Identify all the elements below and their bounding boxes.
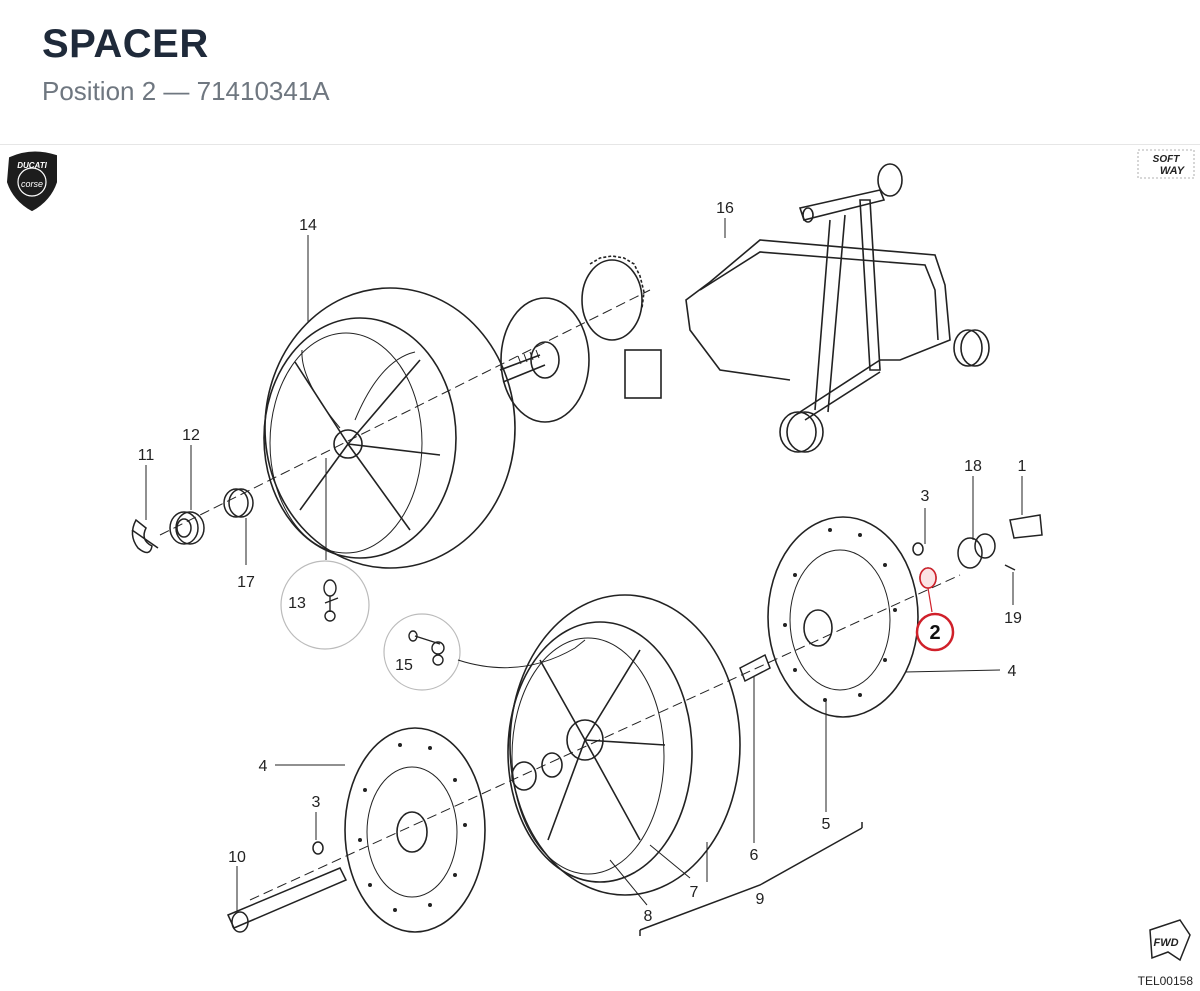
callout-6: 6 <box>750 847 759 864</box>
rear-axis-line <box>159 289 651 536</box>
callout-16: 16 <box>716 200 734 217</box>
spacer-highlight[interactable]: 2 <box>915 567 955 652</box>
callout-4-left: 4 <box>259 758 268 775</box>
detail-circle-15 <box>383 613 586 691</box>
callout-3-left: 3 <box>312 794 321 811</box>
callout-8: 8 <box>644 908 653 925</box>
rear-wheel <box>263 255 662 569</box>
callout-1: 1 <box>1018 458 1027 475</box>
callout-12: 12 <box>182 427 200 444</box>
header-divider <box>0 144 1200 145</box>
brake-disc-left <box>344 727 486 933</box>
callout-10: 10 <box>228 849 246 866</box>
callout-2-label: 2 <box>929 622 940 644</box>
svg-text:DUCATI: DUCATI <box>17 161 47 170</box>
brake-disc-right <box>767 516 919 718</box>
softway-text-soft: SOFT <box>1153 154 1181 165</box>
softway-text-way: WAY <box>1160 165 1186 177</box>
callout-7: 7 <box>690 884 699 901</box>
leader-lines <box>145 218 1023 936</box>
callout-2-marker <box>915 612 955 652</box>
front-axis-line <box>249 574 961 901</box>
rear-axle-small-parts <box>131 488 254 554</box>
front-wheel <box>507 594 741 896</box>
page-header: SPACER Position 2 — 71410341A <box>42 24 330 104</box>
detail-circle-13 <box>280 458 370 650</box>
reference-code: TEL00158 <box>1138 974 1194 988</box>
callout-3-right: 3 <box>921 488 930 505</box>
callout-19: 19 <box>1004 610 1022 627</box>
page-subtitle: Position 2 — 71410341A <box>42 76 330 106</box>
svg-text:corse: corse <box>21 179 43 189</box>
callout-13: 13 <box>288 595 306 612</box>
softway-logo: SOFT WAY <box>1137 149 1195 179</box>
callout-5: 5 <box>822 816 831 833</box>
callout-18: 18 <box>964 458 982 475</box>
callout-14: 14 <box>299 217 317 234</box>
front-axle-parts <box>226 514 1043 933</box>
callout-11: 11 <box>138 447 155 464</box>
fwd-arrow-icon: FWD <box>1149 919 1191 962</box>
callout-labels: 14 16 12 11 17 13 15 18 1 3 19 4 4 3 5 6… <box>138 200 1027 925</box>
fwd-text: FWD <box>1153 937 1178 949</box>
callout-15: 15 <box>395 657 413 674</box>
callout-17: 17 <box>237 574 255 591</box>
callout-9: 9 <box>756 891 765 908</box>
callout-4-right: 4 <box>1008 663 1017 680</box>
ducati-corse-logo: DUCATI corse <box>6 151 57 212</box>
page-title: SPACER <box>42 22 209 66</box>
rear-stand <box>685 163 990 453</box>
